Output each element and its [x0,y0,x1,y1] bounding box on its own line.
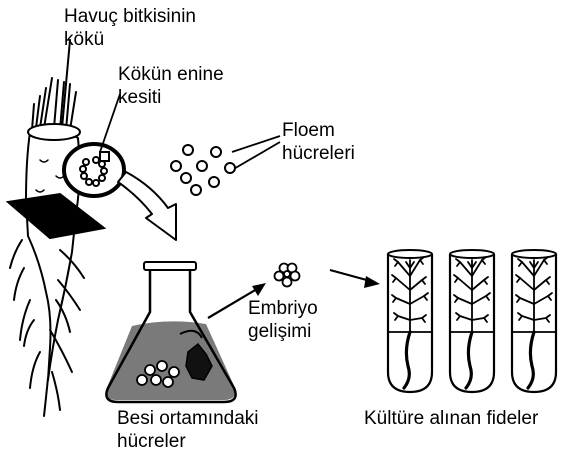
label-cells-medium-line1: Besi ortamındaki [117,408,259,429]
label-carrot-root-line1: Havuç bitkisinin [64,6,196,27]
test-tube-icon [510,249,558,394]
carrot-icon [9,39,85,417]
test-tubes [386,249,558,394]
test-tube-icon [448,249,496,394]
transfer-arrow-icon [117,171,177,241]
label-embryo-line1: Embriyo [248,298,318,319]
label-embryo-line2: gelişimi [248,321,312,342]
seedling-icon [453,256,491,390]
carrot-leaves [31,39,77,131]
flask-icon [105,261,237,404]
label-carrot-root-line2: kökü [64,29,105,50]
seedling-icon [515,256,553,390]
label-cells-medium-line2: hücreler [117,431,186,452]
cross-section-icon [62,142,126,198]
leader-phloem-1 [231,135,281,153]
label-cross-section-line1: Kökün enine [118,64,224,85]
phloem-cells-icon [170,144,236,196]
label-cross-section-line2: kesiti [118,87,162,108]
leader-lines [99,93,281,171]
label-phloem-line2: hücreleri [282,143,355,164]
seedling-icon [391,256,429,390]
leader-section [99,93,121,153]
embryo-icon [273,262,301,288]
arrow-to-tubes [329,268,380,288]
cutting-slab [5,192,107,240]
arrow-to-embryo [207,283,266,319]
leader-phloem-2 [231,141,281,171]
test-tube-icon [386,249,434,394]
label-cultured-seedlings: Kültüre alınan fideler [364,408,539,429]
label-phloem-line1: Floem [282,120,335,141]
